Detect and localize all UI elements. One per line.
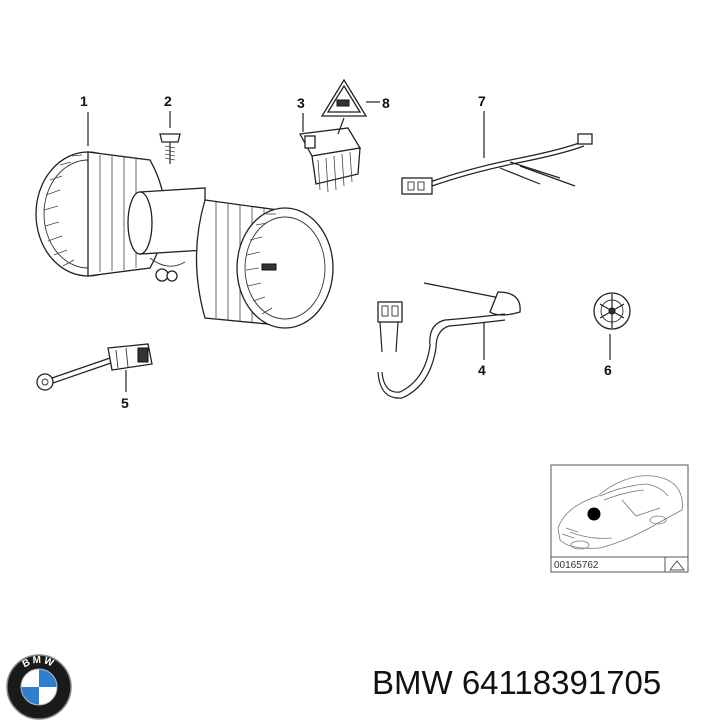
wiring-harness bbox=[401, 133, 593, 195]
callout-5: 5 bbox=[121, 370, 129, 411]
callout-8: 8 bbox=[366, 95, 390, 111]
callout-label-5: 5 bbox=[121, 395, 129, 411]
svg-text:BMW: BMW bbox=[21, 655, 57, 670]
evaporator-sensor bbox=[36, 343, 153, 391]
callout-label-1: 1 bbox=[80, 93, 88, 109]
callout-4: 4 bbox=[478, 322, 486, 378]
callout-7: 7 bbox=[478, 93, 486, 158]
part-number-caption: BMW 64118391705 bbox=[372, 664, 662, 701]
cover-cap bbox=[593, 292, 631, 330]
location-marker bbox=[587, 507, 601, 521]
callout-1: 1 bbox=[80, 93, 89, 146]
screw bbox=[159, 133, 181, 164]
callout-label-3: 3 bbox=[297, 95, 305, 111]
callout-label-4: 4 bbox=[478, 362, 486, 378]
warning-label bbox=[320, 78, 368, 135]
callout-label-2: 2 bbox=[164, 93, 172, 109]
inset-code: 00165762 bbox=[554, 560, 599, 571]
callout-2: 2 bbox=[164, 93, 172, 128]
warning-triangle-icon bbox=[668, 560, 686, 571]
car-silhouette bbox=[557, 475, 683, 550]
callout-6: 6 bbox=[604, 334, 612, 378]
bmw-logo: BMW bbox=[6, 654, 72, 720]
callout-label-8: 8 bbox=[382, 95, 390, 111]
callout-3: 3 bbox=[297, 95, 305, 132]
car-locator-inset: 00165762 bbox=[550, 464, 689, 573]
callout-label-6: 6 bbox=[604, 362, 612, 378]
blower-resistor bbox=[298, 127, 362, 193]
temperature-sensor bbox=[377, 282, 521, 399]
callout-label-7: 7 bbox=[478, 93, 486, 109]
blower-motor-assembly bbox=[35, 151, 334, 329]
